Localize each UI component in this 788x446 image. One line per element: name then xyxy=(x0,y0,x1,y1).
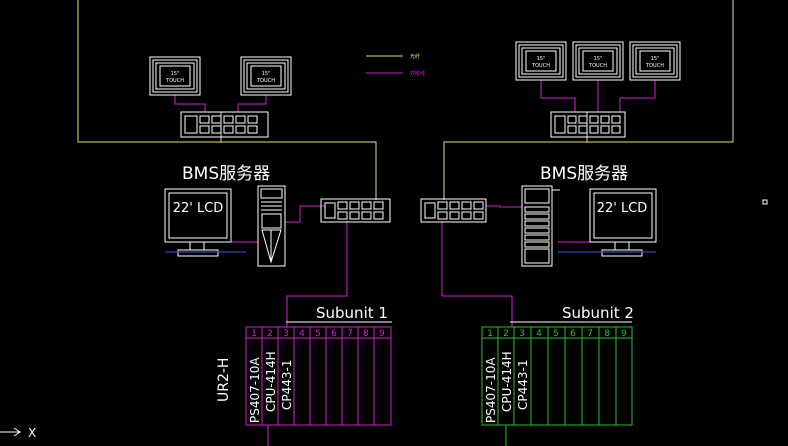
subunit-1-slot-8: 8 xyxy=(363,329,369,339)
touch-monitor-4-label-top: 15" xyxy=(594,56,603,62)
subunit-2-slot-7: 7 xyxy=(587,329,593,339)
switch-top-right xyxy=(550,111,626,138)
touch-monitor-3: 15" TOUCH xyxy=(515,41,567,81)
touch-monitor-1-label-top: 15" xyxy=(171,71,180,77)
subunit-1-module-ps: PS407-10A xyxy=(248,357,262,423)
twisted-pair-lines xyxy=(174,80,656,327)
subunit-1-slot-6: 6 xyxy=(331,329,337,339)
touch-monitor-2-label-top: 15" xyxy=(262,71,271,77)
legend: 光纤 双绞线 xyxy=(366,53,425,77)
subunit-1-slot-1: 1 xyxy=(251,329,257,339)
subunit-2-slot-6: 6 xyxy=(570,329,576,339)
switch-top-left xyxy=(180,111,269,138)
subunit-2-slot-5: 5 xyxy=(553,329,559,339)
subunit-1-slot-9: 9 xyxy=(379,329,385,339)
subunit-2-module-cp: CP443-1 xyxy=(516,360,530,410)
subunit-2-slot-2: 2 xyxy=(503,329,509,339)
subunit-1-module-cpu: CPU-414H xyxy=(264,351,278,412)
touch-monitor-3-label-bottom: TOUCH xyxy=(531,63,550,69)
server-tower-left xyxy=(257,185,286,267)
touch-monitor-1-label-bottom: TOUCH xyxy=(165,78,184,84)
subunit-2-slot-9: 9 xyxy=(621,329,627,339)
subunit-1-slot-2: 2 xyxy=(267,329,273,339)
subunit-2-slot-1: 1 xyxy=(487,329,493,339)
subunit-2-slot-3: 3 xyxy=(519,329,525,339)
legend-twisted-pair-label: 双绞线 xyxy=(410,70,425,77)
fiber-lines xyxy=(77,0,734,200)
touch-monitor-4-label-bottom: TOUCH xyxy=(588,63,607,69)
axis-x-label: X xyxy=(28,426,36,440)
subunit-2-module-cpu: CPU-414H xyxy=(500,351,514,412)
switch-middle-left xyxy=(320,198,391,223)
subunit-1-slot-4: 4 xyxy=(299,329,305,339)
subunit-2-slot-4: 4 xyxy=(536,329,542,339)
lcd-monitor-left: 22' LCD xyxy=(164,188,232,257)
touch-monitor-2-label-bottom: TOUCH xyxy=(256,78,275,84)
lcd-monitor-right: 22' LCD xyxy=(589,188,657,257)
subunit-2-slot-8: 8 xyxy=(604,329,610,339)
touch-monitor-3-label-top: 15" xyxy=(537,56,546,62)
subunit-2-module-ps: PS407-10A xyxy=(484,357,498,423)
touch-monitor-4: 15" TOUCH xyxy=(572,41,624,81)
legend-fiber-label: 光纤 xyxy=(410,53,420,60)
subunit-1-side-label: UR2-H xyxy=(216,358,232,402)
subunit-1-slot-5: 5 xyxy=(315,329,321,339)
lcd-monitor-right-label: 22' LCD xyxy=(597,201,648,216)
touch-monitor-5-label-bottom: TOUCH xyxy=(645,63,664,69)
touch-monitor-5: 15" TOUCH xyxy=(629,41,681,81)
subunit-1: Subunit 1 UR2-H 1 2 3 4 5 6 7 8 9 xyxy=(216,304,392,446)
subunit-1-module-cp: CP443-1 xyxy=(280,360,294,410)
small-marker-icon xyxy=(762,199,768,205)
subunit-1-slot-7: 7 xyxy=(347,329,353,339)
bms-server-right-label: BMS服务器 xyxy=(540,164,628,184)
subunit-2: Subunit 2 1 2 3 4 5 6 7 8 9 PS407 xyxy=(481,304,634,446)
subunit-1-title: Subunit 1 xyxy=(316,304,388,322)
touch-monitor-2: 15" TOUCH xyxy=(240,56,292,96)
subunit-1-slot-3: 3 xyxy=(283,329,289,339)
subunit-2-title: Subunit 2 xyxy=(562,304,634,322)
bms-server-left-label: BMS服务器 xyxy=(182,164,270,184)
touch-monitor-5-label-top: 15" xyxy=(651,56,660,62)
lcd-monitor-left-label: 22' LCD xyxy=(173,201,224,216)
server-tower-right xyxy=(521,185,560,267)
switch-middle-right xyxy=(420,198,487,223)
touch-monitor-1: 15" TOUCH xyxy=(149,56,201,96)
ucs-axis-icon: X xyxy=(0,426,36,440)
